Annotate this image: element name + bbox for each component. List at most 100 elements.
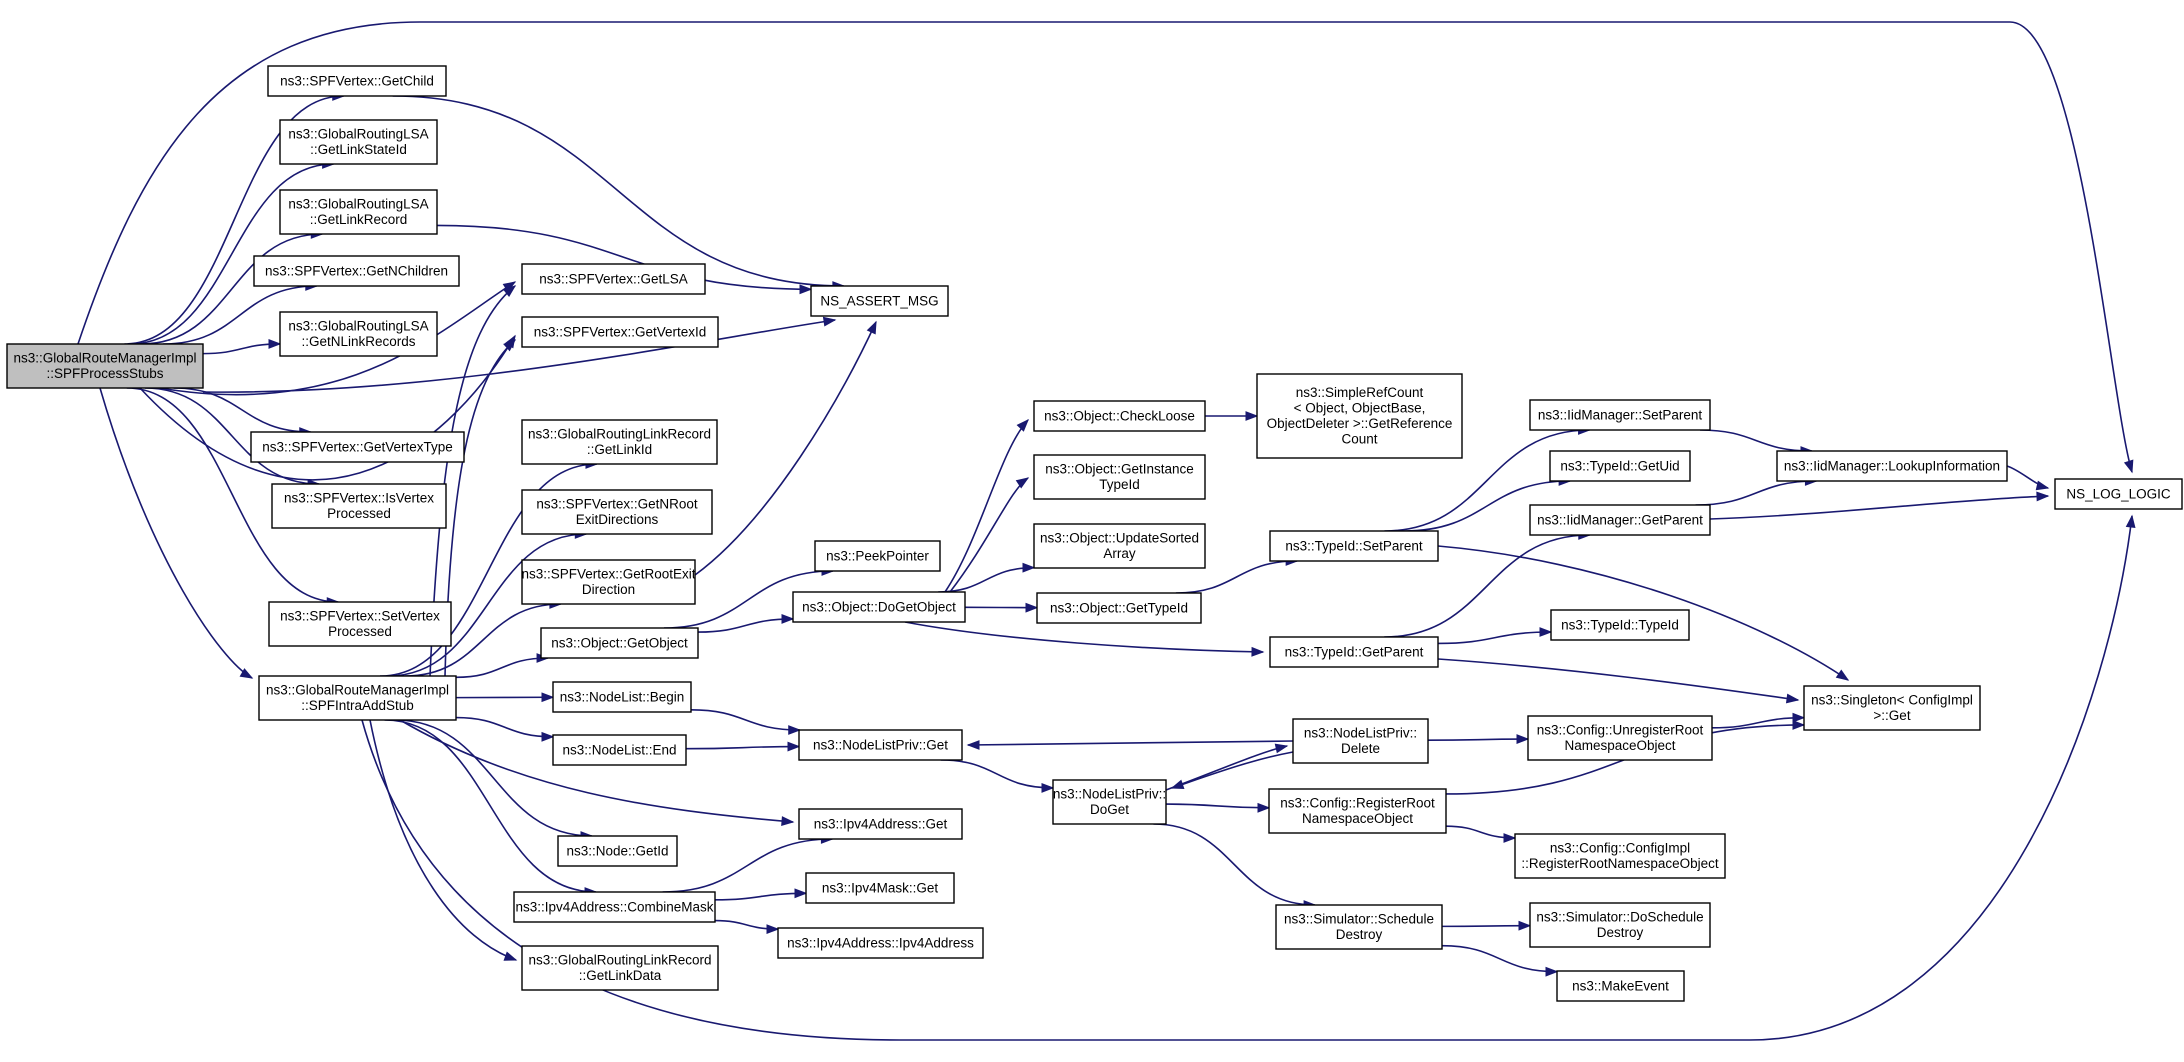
node-label: ::GetNLinkRecords <box>301 334 415 349</box>
node-box <box>279 119 438 165</box>
node-getvertexid[interactable]: ns3::SPFVertex::GetVertexId <box>521 316 719 348</box>
node-label: Count <box>1341 432 1377 447</box>
node-makeevent[interactable]: ns3::MakeEvent <box>1556 970 1685 1002</box>
node-label: ns3::Object::UpdateSorted <box>1040 531 1199 546</box>
node-nodegetid[interactable]: ns3::Node::GetId <box>557 835 678 867</box>
node-registerroot[interactable]: ns3::Config::RegisterRootNamespaceObject <box>1268 788 1447 834</box>
node-typeidtypeid[interactable]: ns3::TypeId::TypeId <box>1550 609 1690 641</box>
node-box <box>521 559 696 605</box>
node-nodelistend[interactable]: ns3::NodeList::End <box>552 734 687 766</box>
node-checkloose[interactable]: ns3::Object::CheckLoose <box>1033 400 1206 432</box>
node-label: Direction <box>582 582 635 597</box>
arrow-head <box>268 338 282 349</box>
call-edge <box>1695 480 1817 506</box>
node-getlinkdata[interactable]: ns3::GlobalRoutingLinkRecord::GetLinkDat… <box>521 945 719 991</box>
node-spfintraaddstub[interactable]: ns3::GlobalRouteManagerImpl::SPFIntraAdd… <box>258 675 457 721</box>
node-getlinkid[interactable]: ns3::GlobalRoutingLinkRecord::GetLinkId <box>521 419 718 465</box>
call-edge <box>1153 823 1316 906</box>
node-root[interactable]: ns3::GlobalRouteManagerImpl::SPFProcessS… <box>6 343 204 389</box>
node-typeidgetparent[interactable]: ns3::TypeId::GetParent <box>1269 636 1439 668</box>
node-box <box>1529 902 1711 948</box>
node-getvertextype[interactable]: ns3::SPFVertex::GetVertexType <box>250 431 465 463</box>
arrow-head <box>1257 802 1271 813</box>
node-label: ns3::NodeListPriv::Get <box>813 737 948 752</box>
node-label: ns3::Config::UnregisterRoot <box>1537 723 1704 738</box>
node-label: ns3::Simulator::DoSchedule <box>1536 910 1703 925</box>
node-label: ns3::PeekPointer <box>826 548 929 563</box>
node-box <box>521 316 719 348</box>
node-getnchildren[interactable]: ns3::SPFVertex::GetNChildren <box>253 255 460 287</box>
call-edge <box>1437 631 1552 645</box>
node-ns-log-logic[interactable]: NS_LOG_LOGIC <box>2054 478 2183 510</box>
node-box <box>279 189 438 235</box>
call-edge <box>369 719 517 961</box>
node-peekpointer[interactable]: ns3::PeekPointer <box>814 540 941 572</box>
node-nodeprivdoget[interactable]: ns3::NodeListPriv::DoGet <box>1052 779 1167 825</box>
arrow-head <box>787 741 801 752</box>
node-box <box>814 540 941 572</box>
node-iidgetparent[interactable]: ns3::IidManager::GetParent <box>1529 504 1711 536</box>
call-edge <box>405 603 561 677</box>
node-objectgetobject[interactable]: ns3::Object::GetObject <box>540 627 699 659</box>
node-label: ns3::TypeId::GetUid <box>1560 458 1679 473</box>
arrow-head <box>1792 720 1806 730</box>
call-edge <box>904 621 1264 653</box>
node-label: ns3::SPFVertex::IsVertex <box>284 491 434 506</box>
call-edge <box>1709 495 2049 520</box>
node-label: NS_ASSERT_MSG <box>820 293 938 308</box>
call-edge <box>202 319 836 393</box>
node-getchild[interactable]: ns3::SPFVertex::GetChild <box>267 65 447 97</box>
node-singletonget[interactable]: ns3::Singleton< ConfigImpl >::Get <box>1803 685 1981 731</box>
node-iidsetparent[interactable]: ns3::IidManager::SetParent <box>1529 399 1711 431</box>
node-ipv4addressctor[interactable]: ns3::Ipv4Address::Ipv4Address <box>777 927 984 959</box>
node-configimplregister[interactable]: ns3::Config::ConfigImpl::RegisterRootNam… <box>1514 833 1726 879</box>
node-label: ns3::TypeId::GetParent <box>1285 644 1424 659</box>
call-edge <box>685 745 800 750</box>
node-unregisterroot[interactable]: ns3::Config::UnregisterRootNamespaceObje… <box>1527 715 1713 761</box>
call-edge <box>455 657 549 679</box>
node-label: ns3::SPFVertex::GetVertexType <box>262 439 453 454</box>
node-nodeprivdelete[interactable]: ns3::NodeListPriv::Delete <box>1292 718 1429 764</box>
arrow-head <box>788 725 802 735</box>
node-label: ns3::GlobalRouteManagerImpl <box>266 683 449 698</box>
node-typeidsetparent[interactable]: ns3::TypeId::SetParent <box>1269 530 1439 562</box>
node-label: ns3::TypeId::SetParent <box>1285 538 1423 553</box>
node-combinemask[interactable]: ns3::Ipv4Address::CombineMask <box>513 891 716 923</box>
node-simplerefcount[interactable]: ns3::SimpleRefCount< Object, ObjectBase,… <box>1256 373 1463 459</box>
node-getlsa[interactable]: ns3::SPFVertex::GetLSA <box>521 263 706 295</box>
node-box <box>521 945 719 991</box>
node-label: >::Get <box>1873 708 1910 723</box>
node-label: ns3::IidManager::LookupInformation <box>1784 458 2000 473</box>
node-getlinkstateid[interactable]: ns3::GlobalRoutingLSA::GetLinkStateId <box>279 119 438 165</box>
node-ipv4maskget[interactable]: ns3::Ipv4Mask::Get <box>805 872 955 904</box>
node-ns-assert-msg[interactable]: NS_ASSERT_MSG <box>810 285 949 317</box>
node-label: ns3::Ipv4Address::Ipv4Address <box>787 935 974 950</box>
node-nodelistbegin[interactable]: ns3::NodeList::Begin <box>552 681 692 713</box>
node-ipv4addressget[interactable]: ns3::Ipv4Address::Get <box>798 808 963 840</box>
node-label: ns3::Object::GetTypeId <box>1050 600 1188 615</box>
node-label: ns3::NodeList::Begin <box>560 689 685 704</box>
node-nodeprivget[interactable]: ns3::NodeListPriv::Get <box>798 729 963 761</box>
node-getlinkrecord[interactable]: ns3::GlobalRoutingLSA::GetLinkRecord <box>279 189 438 235</box>
node-box <box>1550 609 1690 641</box>
arrow-head <box>1516 734 1530 744</box>
node-getnlinkrecords[interactable]: ns3::GlobalRoutingLSA::GetNLinkRecords <box>279 311 438 357</box>
node-label: ns3::SPFVertex::GetChild <box>280 73 434 88</box>
call-edge <box>163 285 317 345</box>
node-box <box>250 431 465 463</box>
node-typeidgetuid[interactable]: ns3::TypeId::GetUid <box>1549 450 1691 482</box>
call-edge <box>436 224 812 291</box>
node-dogetobject[interactable]: ns3::Object::DoGetObject <box>792 591 966 623</box>
node-objectgettypeid[interactable]: ns3::Object::GetTypeId <box>1036 592 1202 624</box>
arrow-head <box>822 316 837 327</box>
node-lookupinformation[interactable]: ns3::IidManager::LookupInformation <box>1776 450 2008 482</box>
node-box <box>513 891 716 923</box>
